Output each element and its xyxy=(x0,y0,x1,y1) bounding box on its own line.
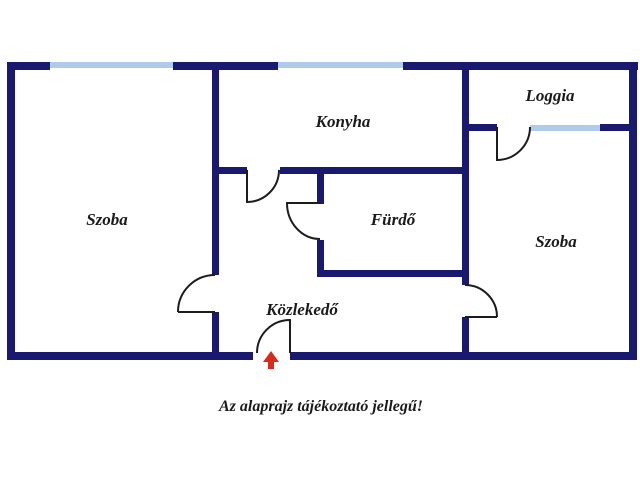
wall-bathroom-left-upper xyxy=(317,167,324,204)
wall-top-right-segment xyxy=(403,62,638,70)
wall-left-room-divider-lower xyxy=(212,312,219,352)
door-swing-loggia xyxy=(496,126,531,162)
wall-right-room-divider-upper xyxy=(462,70,469,285)
room-label-szoba-left: Szoba xyxy=(86,210,128,229)
window-loggia xyxy=(530,125,600,131)
wall-loggia-bottom-left xyxy=(462,124,497,131)
wall-kitchen-bottom-right xyxy=(280,167,462,174)
room-label-loggia: Loggia xyxy=(525,86,575,105)
door-swing-bathroom xyxy=(285,202,321,240)
wall-right-room-divider-lower xyxy=(462,317,469,352)
wall-top-left-segment xyxy=(7,62,50,70)
room-label-furdo: Fürdő xyxy=(370,210,416,229)
door-swing-left-room xyxy=(177,274,216,313)
wall-bottom-left-segment xyxy=(7,352,253,360)
door-swing-kitchen xyxy=(246,169,280,204)
window-left-room xyxy=(50,62,173,68)
wall-right-outer xyxy=(629,62,637,360)
wall-bathroom-bottom xyxy=(317,270,469,277)
wall-top-middle-segment xyxy=(173,62,278,70)
wall-kitchen-bottom-left xyxy=(212,167,247,174)
entrance-arrow-icon xyxy=(263,351,279,369)
wall-left-outer xyxy=(7,62,15,360)
wall-bathroom-left-lower xyxy=(317,240,324,277)
room-label-kozlekedo: Közlekedő xyxy=(266,300,338,319)
wall-bottom-right-segment xyxy=(290,352,637,360)
door-swing-entrance xyxy=(256,318,291,354)
window-kitchen xyxy=(278,62,403,68)
room-label-konyha: Konyha xyxy=(315,112,371,131)
room-label-szoba-right: Szoba xyxy=(535,232,577,251)
wall-loggia-bottom-right xyxy=(600,124,630,131)
door-swing-right-room xyxy=(464,284,498,318)
caption-disclaimer: Az alaprajz tájékoztató jellegű! xyxy=(218,398,424,415)
